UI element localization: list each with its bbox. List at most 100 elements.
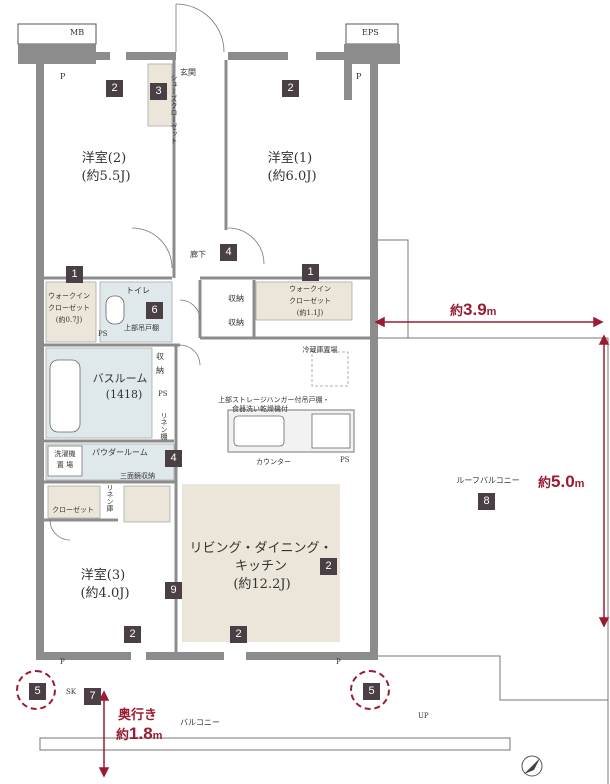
badge-western-3-window: 2 [124,626,141,643]
walkin-closet-left [45,281,97,343]
compass-needle [524,758,540,774]
up-label: UP [418,712,429,720]
walkin-right-size: (約1.1J) [296,309,324,317]
door-swings [49,3,265,541]
balcony-depth-dimension: 約1.8m [116,724,162,744]
p-label-top: P [60,72,66,81]
balcony-depth-title: 奥行き [118,707,158,722]
badge-ldk-window: 2 [320,558,337,575]
badge-ldk-window-2: 2 [230,626,247,643]
badge-western-3-storage: 9 [165,582,182,599]
counter-label: カウンター [256,458,291,466]
western-room-1-name: 洋室(1) [267,151,313,166]
column-badge-left-number: 5 [29,683,46,700]
eps-label: EPS [362,28,379,37]
badge-western-1: 2 [282,80,299,97]
kitchen-sink [233,415,285,447]
toilet-note: 上部吊戸棚 [124,324,159,332]
ldk-name-1: リビング・ダイニング・ [189,541,333,556]
ldk-name-2: キッチン [234,559,288,574]
ps-label-3: PS [340,456,350,464]
fridge-label: 冷蔵庫置場 [302,346,338,354]
stove [311,413,351,449]
roof-balcony-name: ルーフバルコニー [456,476,520,485]
sk-label: SK [66,688,77,696]
walkin-left-line2: クローゼット [48,304,90,312]
ps-label-1: PS [98,330,108,338]
walkin-left-line1: ウォークイン [48,292,90,300]
toilet-label: トイレ [126,286,150,295]
storage-label-1: 収納 [228,294,244,303]
badge-western-2: 2 [106,80,123,97]
ldk-floor [182,484,340,642]
compass-rose [521,755,543,777]
closet-label: クローゼット [52,506,94,514]
walkin-left-size: (約0.7J) [55,316,83,324]
storage-vertical-2: 納 [156,366,164,375]
roof-balcony-lower [378,655,608,701]
bathroom-name: バスルーム [92,372,148,385]
western-room-1-size: (約6.0J) [267,169,317,184]
width-value: 3.9 [463,300,487,319]
depth-unit: m [574,478,585,490]
entrance-label: 玄関 [180,68,196,77]
linen-closet-label: リネン庫 [106,484,114,512]
hallway-label: 廊下 [190,250,206,259]
toilet-bowl [105,295,125,325]
balcony-depth-unit: m [152,730,163,742]
western-room-3-size: (約4.0J) [80,586,130,601]
p-label-bottom-left: P [60,658,65,666]
depth-value: 5.0 [551,472,575,491]
front-balcony-rail [39,737,511,751]
washroom-closet [47,485,101,519]
linen-shelf-label: リネン棚 [160,412,168,440]
western-room-3-name: 洋室(3) [80,568,126,583]
width-dimension: 約3.9m [450,300,496,320]
badge-walkin-left: 1 [66,266,83,283]
outer-walls [18,44,400,660]
mb-label: MB [70,28,85,37]
balcony-depth-prefix: 約 [116,727,130,742]
balcony-name: バルコニー [180,718,220,727]
storage-vertical-1: 収 [156,352,164,361]
mirror-cabinet [123,485,171,523]
badge-toilet: 6 [146,302,163,319]
depth-prefix: 約 [538,475,552,490]
badge-sk: 7 [84,688,101,705]
bathroom-size: (1418) [105,388,143,401]
washer-label-2: 置 場 [56,461,74,469]
badge-powder-room: 4 [165,450,182,467]
walkin-closet-right [255,281,353,321]
western-room-2-size: (約5.5J) [81,169,131,184]
washer-label-1: 洗濯機 [54,450,76,458]
powder-room-name: パウダールーム [92,448,148,457]
balcony-depth-label: 奥行き [118,704,157,724]
badge-hallway: 4 [220,244,237,261]
balcony-depth-value: 1.8 [129,724,153,743]
p-label-top-right: P [356,72,362,81]
dimension-lines [98,316,610,778]
badge-roof-balcony: 8 [478,493,495,510]
ldk-size: (約12.2J) [233,577,291,592]
storage-label-2: 収納 [228,318,244,327]
width-unit: m [486,306,497,318]
badge-entrance: 3 [150,83,167,100]
mb-box [17,23,97,45]
walkin-right-line1: ウォークイン [289,285,331,293]
kitchen-note-2: 食器洗い乾燥機付 [232,405,288,413]
shoe-closet-label: シューズクローゼット [170,74,178,144]
badge-walkin-right: 1 [302,264,319,281]
bathtub [49,359,81,433]
p-label-bottom-right: P [336,658,341,666]
ps-label-2: PS [158,390,168,398]
width-prefix: 約 [450,303,464,318]
kitchen-note-1: 上部ストレージハンガー付吊戸棚・ [218,396,330,404]
column-badge-right: 5 [350,670,390,710]
column-badge-right-number: 5 [363,683,380,700]
western-room-2-name: 洋室(2) [81,151,127,166]
depth-dimension: 約5.0m [538,472,584,492]
washer-space [47,445,83,477]
column-badge-left: 5 [16,670,56,710]
mirror-cabinet-label: 三面鏡収納 [120,472,155,480]
